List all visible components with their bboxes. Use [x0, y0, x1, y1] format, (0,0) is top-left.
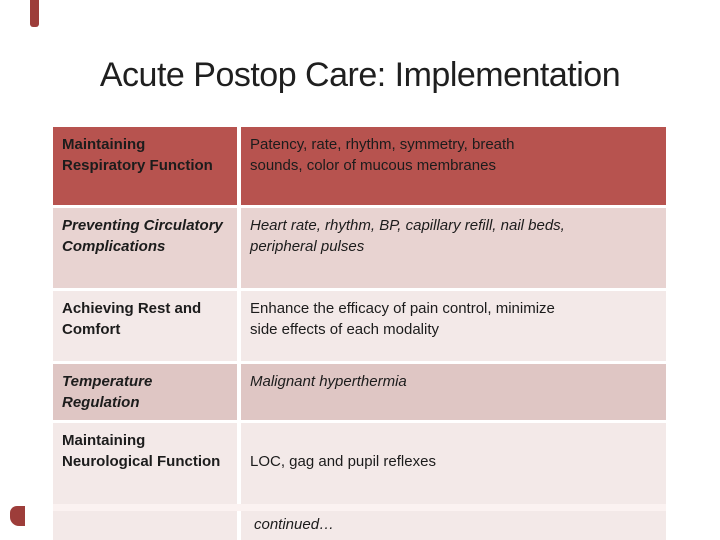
row-label: Achieving Rest and Comfort	[53, 291, 237, 361]
row-content-text: LOC, gag and pupil reflexes	[250, 453, 436, 470]
table-shadow-strip	[53, 504, 666, 511]
table-row-rest-comfort: Achieving Rest and Comfort Enhance the e…	[53, 291, 666, 361]
frame-accent-top-left	[30, 0, 39, 27]
row-label: Maintaining Respiratory Function	[53, 127, 237, 205]
row-label: Preventing Circulatory Complications	[53, 208, 237, 288]
table-row-temperature: Temperature Regulation Malignant hyperth…	[53, 364, 666, 420]
table-row-respiratory: Maintaining Respiratory Function Patency…	[53, 127, 666, 205]
table-row-neurological: Maintaining Neurological Function LOC, g…	[53, 423, 666, 540]
row-label: Temperature Regulation	[53, 364, 237, 420]
row-content: Patency, rate, rhythm, symmetry, breath …	[241, 127, 666, 205]
table-row-circulatory: Preventing Circulatory Complications Hea…	[53, 208, 666, 288]
row-content: Malignant hyperthermia	[241, 364, 666, 420]
row-content: LOC, gag and pupil reflexes continued…	[241, 423, 666, 540]
slide-title: Acute Postop Care: Implementation	[99, 56, 621, 94]
row-content: Enhance the efficacy of pain control, mi…	[241, 291, 666, 361]
row-content: Heart rate, rhythm, BP, capillary refill…	[241, 208, 666, 288]
continued-note: continued…	[254, 516, 335, 533]
row-label: Maintaining Neurological Function	[53, 423, 237, 540]
frame-accent-bottom-left	[10, 506, 25, 526]
postop-care-table: Maintaining Respiratory Function Patency…	[53, 127, 666, 540]
